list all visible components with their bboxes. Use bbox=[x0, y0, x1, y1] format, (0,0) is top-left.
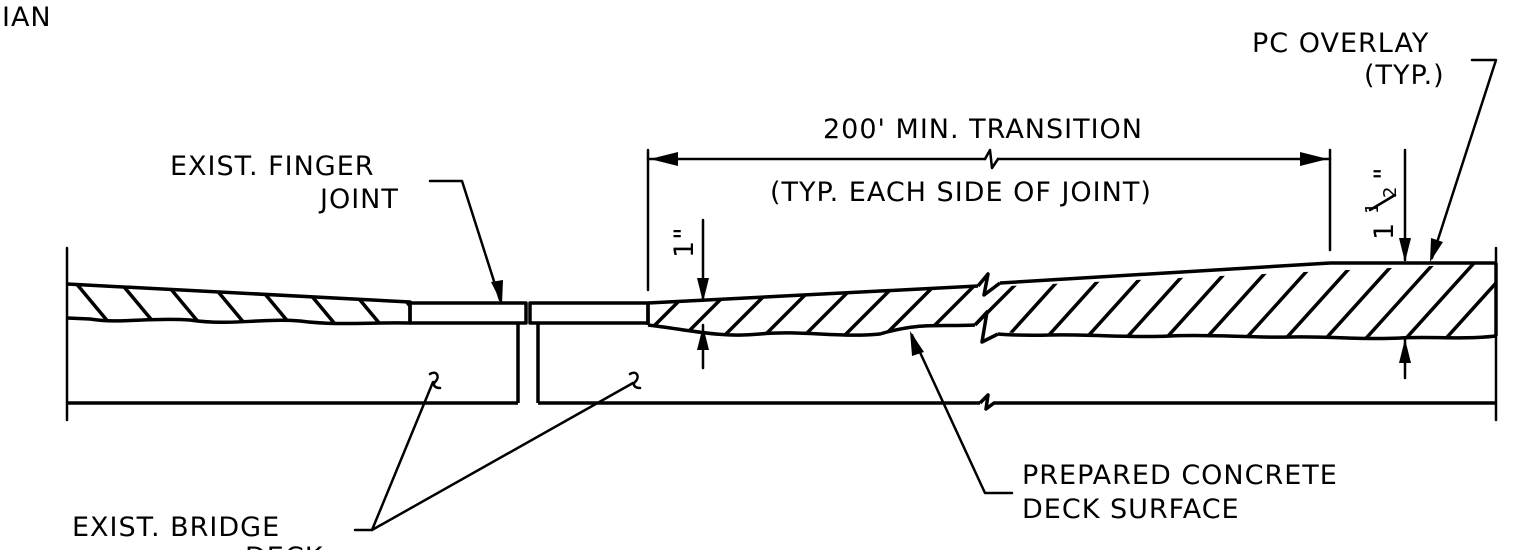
deck-surface-label-line1: PREPARED CONCRETE bbox=[1022, 460, 1338, 491]
dimension-1in bbox=[697, 218, 709, 370]
corner-title-fragment: IAN bbox=[2, 2, 52, 33]
dimension-1-5in-whole: 1 bbox=[1369, 222, 1400, 240]
break-symbol-bottom bbox=[973, 310, 999, 344]
dimension-1in-label: 1" bbox=[669, 226, 700, 258]
bridge-deck-tick-left bbox=[428, 371, 442, 390]
bridge-deck-label-line2: DECK bbox=[245, 542, 324, 550]
arrow-right-icon bbox=[1300, 152, 1328, 166]
deck-surface-leader bbox=[910, 333, 1014, 495]
dimension-1-5in-label: 1 1 2 " bbox=[1362, 167, 1401, 240]
overlay-label-line2: (TYP.) bbox=[1364, 60, 1445, 91]
transition-label: 200' MIN. TRANSITION bbox=[823, 114, 1143, 145]
bridge-deck bbox=[65, 246, 1498, 422]
bridge-deck-leader-right bbox=[370, 381, 635, 532]
overlay-label-line1: PC OVERLAY bbox=[1252, 28, 1429, 59]
bridge-deck-tick-right bbox=[628, 371, 642, 390]
finger-joint-label-line1: EXIST. FINGER bbox=[170, 151, 375, 182]
transition-dimension bbox=[646, 148, 1332, 292]
finger-joint-plate-left bbox=[408, 301, 528, 325]
overlay-right bbox=[646, 261, 1498, 344]
finger-joint-label-line2: JOINT bbox=[318, 184, 399, 215]
deck-surface-label-line2: DECK SURFACE bbox=[1022, 494, 1240, 525]
finger-joint-plate-right bbox=[528, 301, 650, 325]
break-symbol-top bbox=[976, 272, 1002, 297]
transition-note-label: (TYP. EACH SIDE OF JOINT) bbox=[770, 177, 1152, 208]
dimension-1-5in bbox=[1399, 148, 1411, 380]
bridge-deck-label-line1: EXIST. BRIDGE bbox=[72, 512, 280, 543]
overlay-leader bbox=[1430, 58, 1498, 260]
dimension-1-5in-denominator: 2 bbox=[1380, 186, 1401, 198]
arrow-left-icon bbox=[650, 152, 678, 166]
finger-joint-leader bbox=[428, 179, 502, 302]
dimension-1-5in-mark: " bbox=[1369, 167, 1400, 180]
overlay-left bbox=[66, 282, 412, 326]
